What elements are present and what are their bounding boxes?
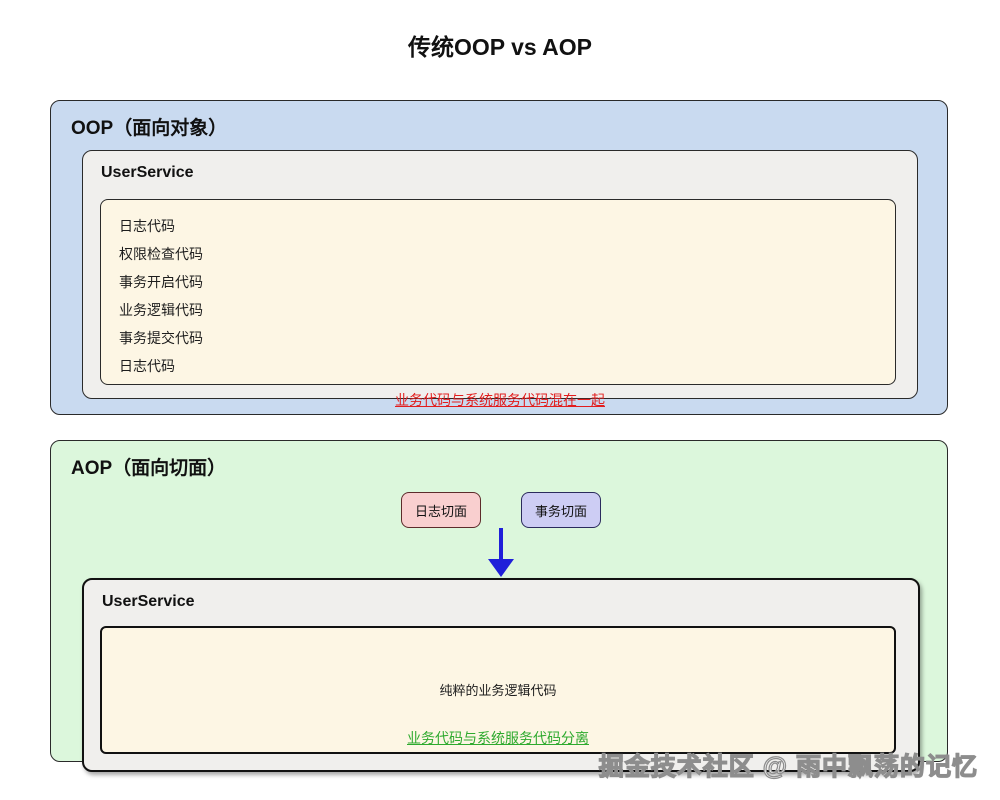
aop-userservice-box: UserService 纯粹的业务逻辑代码 业务代码与系统服务代码分离 — [82, 578, 920, 772]
code-line: 事务提交代码 — [119, 330, 203, 346]
log-aspect-label: 日志切面 — [414, 503, 467, 519]
watermark-text: 掘金技术社区 @ 雨中飘荡的记忆 — [598, 752, 978, 781]
oop-section-box: OOP（面向对象） UserService 日志代码 权限检查代码 事务开启代码… — [50, 100, 948, 415]
pure-business-logic-line: 纯粹的业务逻辑代码 — [439, 683, 557, 698]
down-arrow-icon — [488, 528, 514, 577]
aop-code-box: 纯粹的业务逻辑代码 业务代码与系统服务代码分离 — [100, 626, 896, 754]
oop-userservice-box: UserService 日志代码 权限检查代码 事务开启代码 业务逻辑代码 事务… — [82, 150, 918, 408]
log-aspect-chip: 日志切面 — [401, 492, 481, 528]
oop-userservice-title: UserService — [101, 164, 194, 181]
code-line: 日志代码 — [119, 358, 175, 374]
transaction-aspect-label: 事务切面 — [534, 503, 587, 519]
code-line: 事务开启代码 — [119, 274, 203, 290]
oop-mixed-note: 业务代码与系统服务代码混在一起 — [395, 392, 605, 408]
code-line: 权限检查代码 — [119, 246, 203, 262]
code-line: 业务逻辑代码 — [119, 302, 203, 318]
oop-section-label: OOP（面向对象） — [71, 118, 228, 139]
aop-section-box: AOP（面向切面） 日志切面 事务切面 UserService 纯粹的业务逻辑代… — [50, 440, 948, 772]
aop-userservice-title: UserService — [102, 593, 195, 610]
page-title: 传统OOP vs AOP — [407, 34, 593, 60]
aop-separated-note: 业务代码与系统服务代码分离 — [407, 730, 589, 746]
transaction-aspect-chip: 事务切面 — [521, 492, 601, 528]
oop-code-box: 日志代码 权限检查代码 事务开启代码 业务逻辑代码 事务提交代码 日志代码 — [100, 199, 896, 385]
aop-section-label: AOP（面向切面） — [71, 458, 227, 479]
code-line: 日志代码 — [119, 218, 175, 234]
